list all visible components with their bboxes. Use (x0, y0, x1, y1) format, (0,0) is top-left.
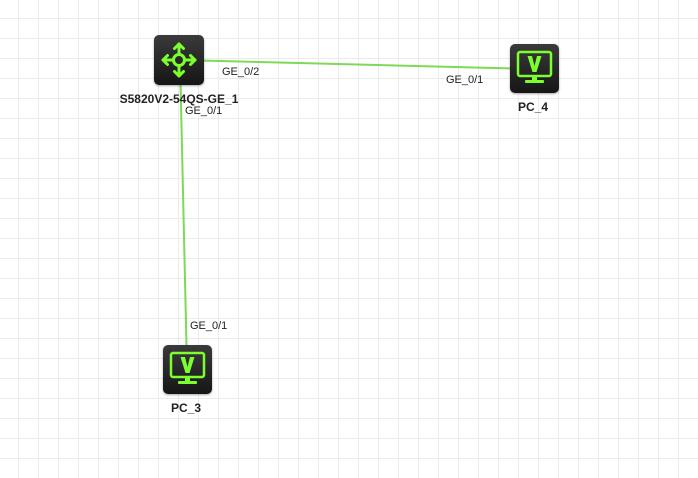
pc-monitor-icon (510, 44, 559, 93)
device-label-switch: S5820V2-54QS-GE_1 (119, 92, 239, 106)
pc-monitor-icon (163, 345, 212, 394)
port-label-switch-ge02: GE_0/2 (222, 66, 260, 78)
link-switch-pc3[interactable] (179, 59, 188, 369)
port-label-pc4-ge01: GE_0/1 (446, 74, 484, 86)
device-label-pc3: PC_3 (170, 401, 202, 415)
port-label-pc3-ge01: GE_0/1 (190, 320, 228, 332)
switch-icon (154, 35, 204, 85)
device-label-pc4: PC_4 (517, 100, 549, 114)
port-label-switch-ge01: GE_0/1 (185, 105, 223, 117)
link-switch-pc4[interactable] (179, 59, 535, 70)
